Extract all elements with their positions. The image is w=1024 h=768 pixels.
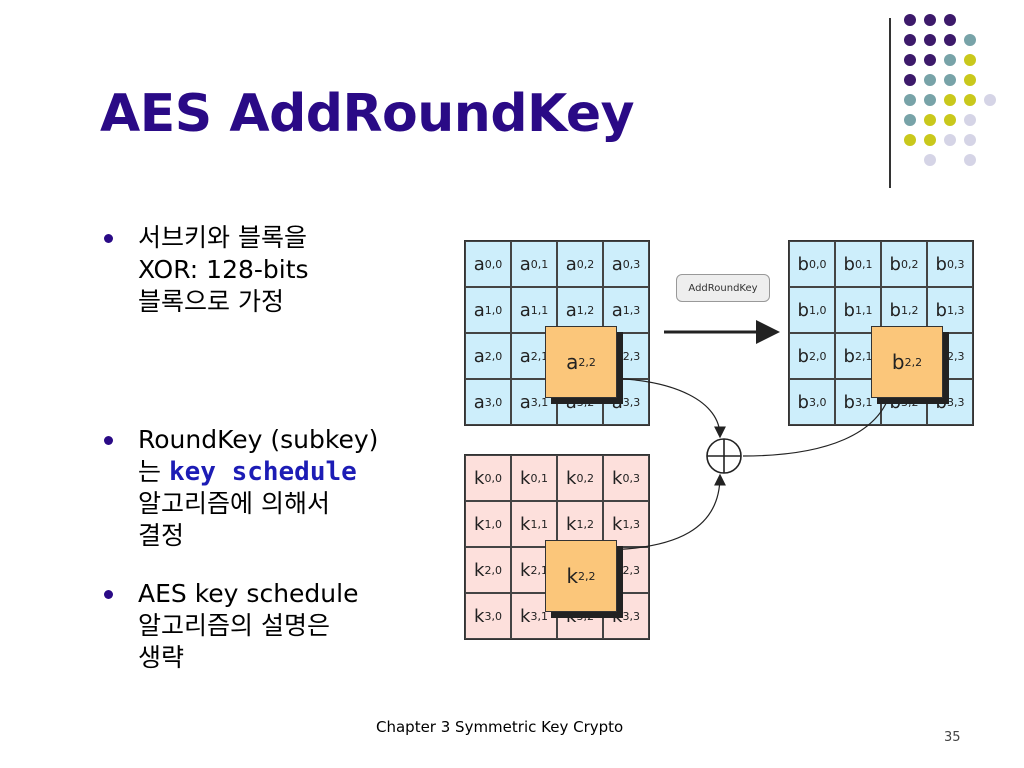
bullet-line: 알고리즘의 설명은: [138, 611, 330, 640]
bullet-dot-icon: [104, 436, 113, 445]
k-to-xor-curve: [597, 473, 726, 551]
bullet-line: 블록으로 가정: [138, 287, 284, 316]
decorative-dot: [944, 134, 956, 146]
a-to-xor-curve: [597, 377, 726, 439]
decorative-dot: [984, 94, 996, 106]
bullet-line: 서브키와 블록을: [138, 223, 307, 252]
decorative-dot: [944, 14, 956, 26]
circled-plus-icon: [706, 438, 742, 474]
bullet-text: AES key schedule 알고리즘의 설명은 생략: [138, 578, 358, 674]
connector-lines: [597, 320, 899, 551]
decorative-dot: [964, 54, 976, 66]
decorative-dot: [904, 34, 916, 46]
decorative-dot: [964, 34, 976, 46]
bullet-line: 알고리즘에 의해서: [138, 489, 330, 518]
decorative-dot: [964, 94, 976, 106]
footer: Chapter 3 Symmetric Key Crypto: [376, 718, 624, 736]
bullet-text: RoundKey (subkey) 는 key schedule 알고리즘에 의…: [138, 424, 378, 552]
bullet-line: 결정: [138, 521, 185, 550]
bullet-line-mixed: 는 key schedule: [138, 456, 378, 488]
decorative-dot: [944, 34, 956, 46]
bullet-dot-icon: [104, 234, 113, 243]
bullet-line: AES key schedule: [138, 579, 359, 608]
decorative-dot: [924, 134, 936, 146]
decorative-dot: [944, 94, 956, 106]
decorative-dot: [944, 54, 956, 66]
decorative-dot: [964, 74, 976, 86]
page-number: 35: [944, 730, 961, 745]
decorative-dot: [904, 134, 916, 146]
decorative-dots: [904, 14, 1014, 166]
bullet-fragment: 는: [138, 457, 169, 486]
decorative-dot: [964, 134, 976, 146]
decorative-dot: [964, 114, 976, 126]
decorative-dot: [924, 14, 936, 26]
decorative-dot: [944, 114, 956, 126]
divider-line: [889, 18, 891, 188]
decorative-dot: [904, 114, 916, 126]
addroundkey-label: AddRoundKey: [676, 274, 770, 302]
bullet-line: RoundKey (subkey): [138, 425, 379, 454]
decorative-dot: [924, 34, 936, 46]
decorative-dot: [924, 114, 936, 126]
decorative-dot: [904, 94, 916, 106]
decorative-dot: [924, 154, 936, 166]
highlight-term: key schedule: [168, 457, 357, 487]
bullet-text: 서브키와 블록을 XOR: 128-bits 블록으로 가정: [138, 222, 309, 318]
bullet-line: XOR: 128-bits: [138, 255, 309, 284]
decorative-dot: [924, 94, 936, 106]
bullet-line: 생략: [138, 643, 185, 672]
bullet-dot-icon: [104, 590, 113, 599]
xor-to-b-curve: [742, 375, 899, 457]
slide-title: AES AddRoundKey: [100, 84, 635, 144]
decorative-dot: [964, 154, 976, 166]
decorative-dot: [904, 74, 916, 86]
decorative-dot: [924, 74, 936, 86]
decorative-dot: [944, 74, 956, 86]
decorative-dot: [904, 14, 916, 26]
decorative-dot: [904, 54, 916, 66]
decorative-dot: [924, 54, 936, 66]
